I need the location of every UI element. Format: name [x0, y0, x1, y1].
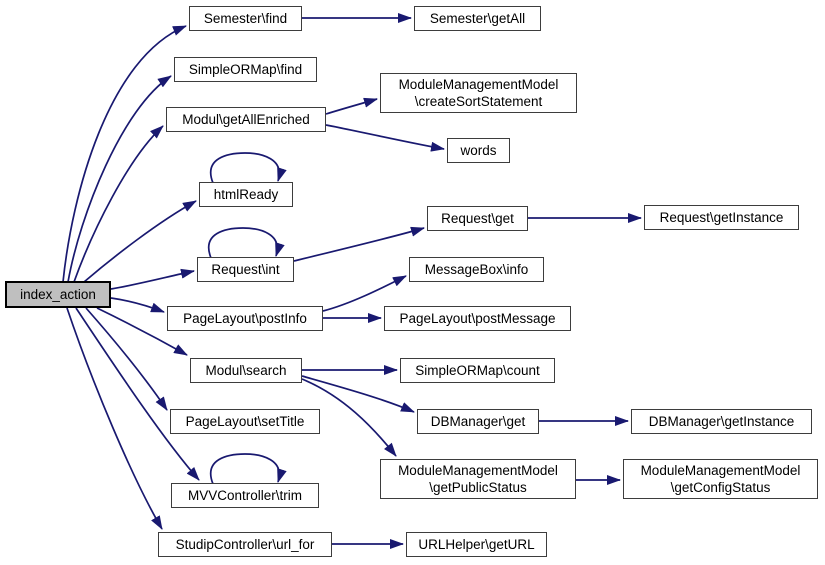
edge-request-int-to-request-get	[293, 226, 425, 262]
edge-index-action-to-modul-getallenriched	[73, 125, 164, 283]
edge-pagelayout-postinfo-to-messagebox-info	[322, 275, 407, 312]
node-modulemanagementmodel-createsortstatement[interactable]: ModuleManagementModel \createSortStateme…	[380, 73, 577, 113]
node-label: Request\int	[211, 262, 280, 277]
node-label: ModuleManagementModel \getConfigStatus	[640, 463, 801, 495]
node-studipcontroller-url-for[interactable]: StudipController\url_for	[158, 532, 332, 557]
edge-modul-search-to-getpublicstatus	[301, 378, 397, 457]
node-words[interactable]: words	[447, 138, 510, 163]
edge-request-int-self-loop	[208, 227, 285, 259]
node-simpleormap-count[interactable]: SimpleORMap\count	[400, 358, 555, 383]
node-label: SimpleORMap\find	[188, 62, 303, 77]
node-label: StudipController\url_for	[175, 537, 315, 552]
node-pagelayout-postinfo[interactable]: PageLayout\postInfo	[167, 306, 323, 331]
edge-modul-getallenriched-to-createsortstatement	[325, 97, 378, 115]
node-label: words	[460, 143, 497, 158]
node-label: htmlReady	[213, 187, 279, 202]
node-semester-find[interactable]: Semester\find	[189, 6, 302, 31]
node-modul-getallenriched[interactable]: Modul\getAllEnriched	[166, 107, 326, 132]
node-label: Modul\search	[205, 363, 287, 378]
edge-modul-search-to-dbmanager-get	[301, 375, 415, 413]
node-label: Modul\getAllEnriched	[182, 112, 310, 127]
edge-modul-getallenriched-to-words	[325, 124, 445, 152]
node-label: SimpleORMap\count	[415, 363, 540, 378]
edge-index-action-to-pagelayout-settitle	[85, 307, 168, 411]
node-dbmanager-get[interactable]: DBManager\get	[417, 409, 539, 434]
node-label: ModuleManagementModel \getPublicStatus	[398, 463, 558, 495]
node-request-get[interactable]: Request\get	[427, 206, 528, 231]
node-request-getinstance[interactable]: Request\getInstance	[644, 205, 799, 230]
node-label: PageLayout\postMessage	[399, 311, 556, 326]
node-label: MessageBox\info	[424, 262, 529, 277]
node-messagebox-info[interactable]: MessageBox\info	[409, 257, 544, 282]
edge-index-action-to-studipcontroller-url-for	[66, 307, 163, 530]
node-pagelayout-settitle[interactable]: PageLayout\setTitle	[170, 409, 320, 434]
node-mvvcontroller-trim[interactable]: MVVController\trim	[171, 483, 319, 508]
edge-index-action-to-modul-search	[96, 307, 188, 356]
edge-htmlready-self-loop	[210, 152, 287, 184]
edge-index-action-to-simpleormap-find	[67, 75, 172, 283]
node-label: ModuleManagementModel \createSortStateme…	[398, 77, 559, 109]
node-label: Request\getInstance	[659, 210, 784, 225]
node-semester-getall[interactable]: Semester\getAll	[414, 6, 541, 31]
node-modulemanagementmodel-getconfigstatus[interactable]: ModuleManagementModel \getConfigStatus	[623, 459, 818, 499]
node-urlhelper-geturl[interactable]: URLHelper\getURL	[406, 532, 547, 557]
node-dbmanager-getinstance[interactable]: DBManager\getInstance	[631, 409, 812, 434]
edge-index-action-to-pagelayout-postinfo	[110, 297, 165, 313]
node-modulemanagementmodel-getpublicstatus[interactable]: ModuleManagementModel \getPublicStatus	[380, 459, 576, 499]
node-label: Request\get	[441, 211, 514, 226]
node-request-int[interactable]: Request\int	[197, 257, 294, 282]
node-pagelayout-postmessage[interactable]: PageLayout\postMessage	[384, 306, 571, 331]
node-label: DBManager\get	[430, 414, 526, 429]
node-label: PageLayout\postInfo	[183, 311, 307, 326]
edge-index-action-to-request-int	[110, 268, 195, 290]
edge-index-action-to-semester-find	[62, 25, 187, 283]
node-label: DBManager\getInstance	[648, 414, 795, 429]
edge-index-action-to-mvvcontroller-trim	[75, 307, 200, 481]
edge-mvvcontroller-trim-self-loop	[210, 453, 287, 485]
edge-index-action-to-htmlready	[83, 200, 197, 283]
node-label: Semester\find	[203, 11, 288, 26]
node-htmlready[interactable]: htmlReady	[199, 182, 293, 207]
node-label: URLHelper\getURL	[418, 537, 535, 552]
node-label: index_action	[20, 287, 96, 302]
node-simpleormap-find[interactable]: SimpleORMap\find	[174, 57, 317, 82]
node-label: PageLayout\setTitle	[185, 414, 305, 429]
node-index-action: index_action	[5, 281, 111, 308]
node-label: MVVController\trim	[187, 488, 303, 503]
node-label: Semester\getAll	[429, 11, 526, 26]
node-modul-search[interactable]: Modul\search	[190, 358, 302, 383]
